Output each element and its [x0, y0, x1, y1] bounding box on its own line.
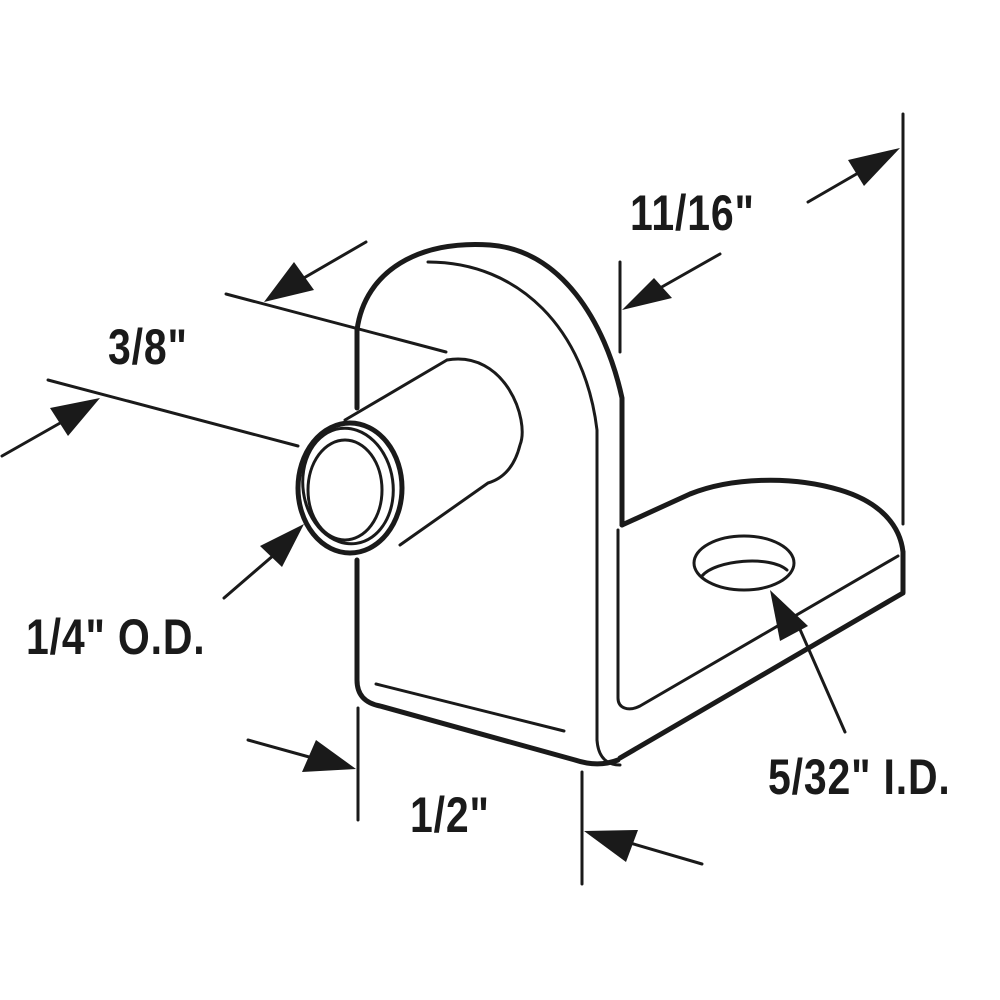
- dimension-width: [246, 706, 704, 886]
- dimension-height: [618, 112, 905, 526]
- label-hole-id: 5/32" I.D.: [768, 749, 951, 805]
- label-pin-length: 3/8": [108, 319, 188, 375]
- label-height: 11/16": [630, 185, 755, 241]
- dimension-pin-od: [222, 524, 304, 600]
- label-width: 1/2": [410, 787, 490, 843]
- label-pin-od: 1/4" O.D.: [26, 609, 206, 665]
- base-plate: [616, 477, 906, 761]
- upright-plate: [354, 241, 625, 767]
- dimension-pin-length: [0, 240, 448, 458]
- dimension-hole-id: [770, 590, 847, 734]
- pin: [295, 357, 524, 556]
